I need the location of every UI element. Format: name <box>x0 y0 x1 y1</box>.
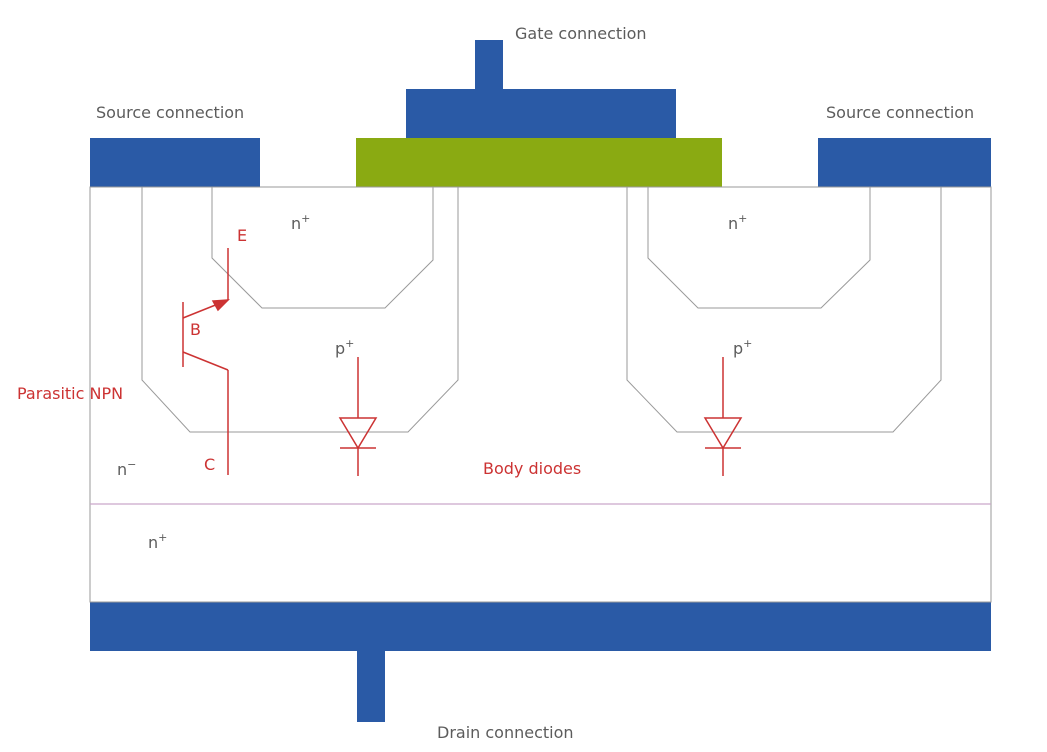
p-body-well-right <box>626 187 942 433</box>
n-plus-source-right <box>647 187 871 309</box>
n-plus-left-base: n <box>291 214 301 233</box>
p-plus-left-sup: + <box>345 337 354 350</box>
n-minus-label: n− <box>117 458 136 479</box>
npn-emitter-arrow <box>211 299 230 312</box>
n-plus-source-left <box>211 187 434 309</box>
n-plus-left-label: n+ <box>291 212 310 233</box>
parasitic-npn-label: Parasitic NPN <box>17 384 123 403</box>
n-plus-substrate-base: n <box>148 533 158 552</box>
n-plus-substrate-sup: + <box>158 531 167 544</box>
p-plus-left-base: p <box>335 339 345 358</box>
n-minus-sup: − <box>127 458 136 471</box>
p-plus-left-label: p+ <box>335 337 354 358</box>
npn-collector-arm <box>182 351 229 371</box>
body-diode-left <box>338 357 378 476</box>
device-body-outline <box>89 186 992 603</box>
gate-connection-label: Gate connection <box>515 24 647 43</box>
base-label: B <box>190 320 201 339</box>
n-plus-left-sup: + <box>301 212 310 225</box>
drain-metal <box>90 602 991 651</box>
n-plus-right-label: n+ <box>728 212 747 233</box>
collector-label: C <box>204 455 215 474</box>
source-metal-right <box>818 138 991 187</box>
p-plus-right-base: p <box>733 339 743 358</box>
gate-metal-stem <box>475 40 503 92</box>
source-connection-right-label: Source connection <box>826 103 974 122</box>
n-plus-substrate-label: n+ <box>148 531 167 552</box>
n-minus-base: n <box>117 460 127 479</box>
gate-metal <box>406 89 676 140</box>
p-plus-right-sup: + <box>743 337 752 350</box>
drain-connection-label: Drain connection <box>437 723 574 742</box>
body-diode-right <box>703 357 743 476</box>
emitter-label: E <box>237 226 247 245</box>
parasitic-npn-symbol <box>182 248 230 475</box>
source-metal-left <box>90 138 260 187</box>
diode-left-triangle <box>338 417 378 450</box>
diode-right-triangle <box>703 417 743 450</box>
n-plus-right-base: n <box>728 214 738 233</box>
n-plus-right-sup: + <box>738 212 747 225</box>
gate-poly <box>356 138 722 187</box>
source-connection-left-label: Source connection <box>96 103 244 122</box>
body-diodes-label: Body diodes <box>483 459 581 478</box>
p-body-well-left <box>141 187 459 433</box>
p-plus-right-label: p+ <box>733 337 752 358</box>
drain-metal-stem <box>357 649 385 722</box>
